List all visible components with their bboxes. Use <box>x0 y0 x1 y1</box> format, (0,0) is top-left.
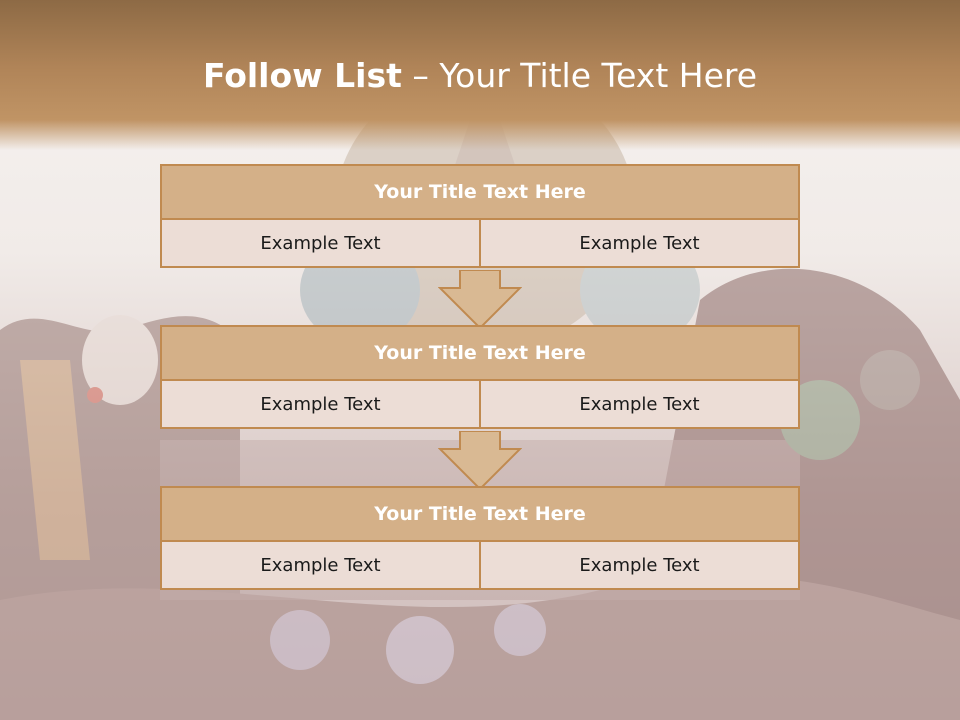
step-text-left: Example Text <box>160 379 481 429</box>
follow-step-3: Your Title Text Here Example Text Exampl… <box>160 486 800 590</box>
down-arrow-icon <box>438 431 522 491</box>
slide-title-rest: – Your Title Text Here <box>401 56 758 95</box>
follow-step-1: Your Title Text Here Example Text Exampl… <box>160 164 800 268</box>
step-title: Your Title Text Here <box>160 164 800 220</box>
step-text-left: Example Text <box>160 540 481 590</box>
step-text-left: Example Text <box>160 218 481 268</box>
follow-step-2: Your Title Text Here Example Text Exampl… <box>160 325 800 429</box>
step-title: Your Title Text Here <box>160 486 800 542</box>
step-text-right: Example Text <box>479 540 800 590</box>
header-band <box>0 0 960 150</box>
step-text-right: Example Text <box>479 379 800 429</box>
slide-title-bold: Follow List <box>202 56 402 95</box>
step-text-right: Example Text <box>479 218 800 268</box>
down-arrow-icon <box>438 270 522 330</box>
step-title: Your Title Text Here <box>160 325 800 381</box>
slide-title: Follow List – Your Title Text Here <box>0 56 960 96</box>
